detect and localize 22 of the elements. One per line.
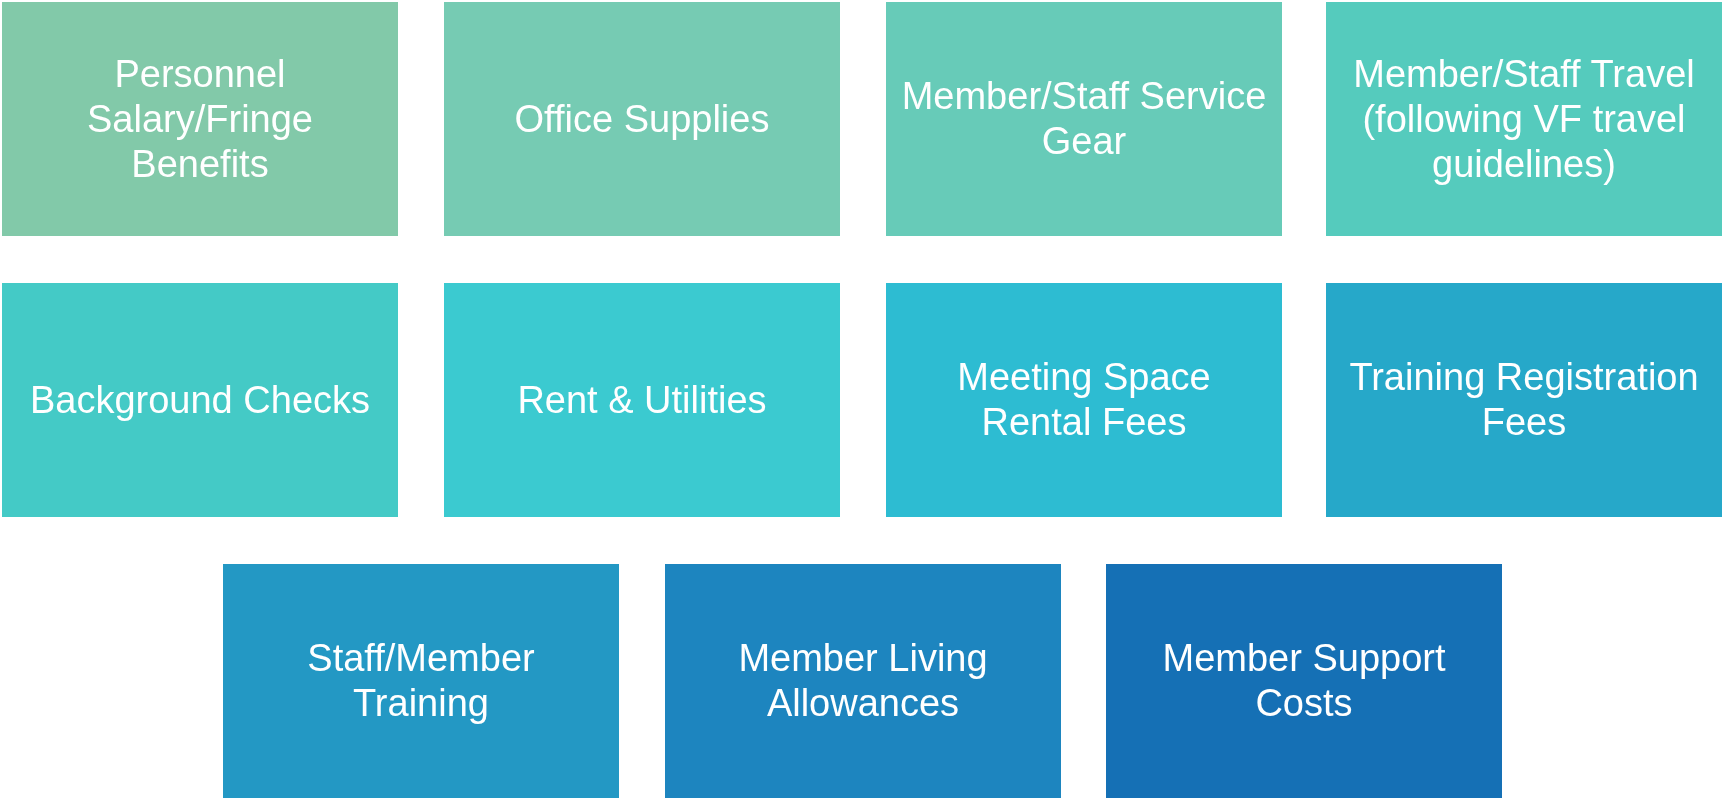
category-label: Staff/Member Training — [306, 636, 536, 726]
category-box — [665, 564, 1061, 798]
category-box — [1106, 564, 1502, 798]
category-label: Member Support Costs — [1161, 636, 1447, 726]
category-label: Office Supplies — [514, 96, 770, 142]
category-label: Background Checks — [29, 377, 371, 423]
category-box — [1326, 2, 1722, 236]
category-box — [1326, 283, 1722, 517]
category-label: Training Registration Fees — [1348, 355, 1700, 445]
category-label: Rent & Utilities — [517, 377, 767, 423]
category-label: Personnel Salary/Fringe Benefits — [86, 51, 314, 187]
category-label: Meeting Space Rental Fees — [956, 355, 1212, 445]
category-box — [223, 564, 619, 798]
category-box — [444, 283, 840, 517]
category-box — [886, 2, 1282, 236]
category-box — [444, 2, 840, 236]
category-box — [886, 283, 1282, 517]
category-box — [2, 2, 398, 236]
category-box — [2, 283, 398, 517]
category-label: Member/Staff Travel (following VF travel guidelines) — [1352, 51, 1696, 187]
category-label: Member/Staff Service Gear — [900, 74, 1268, 164]
category-label: Member Living Allowances — [737, 636, 989, 726]
